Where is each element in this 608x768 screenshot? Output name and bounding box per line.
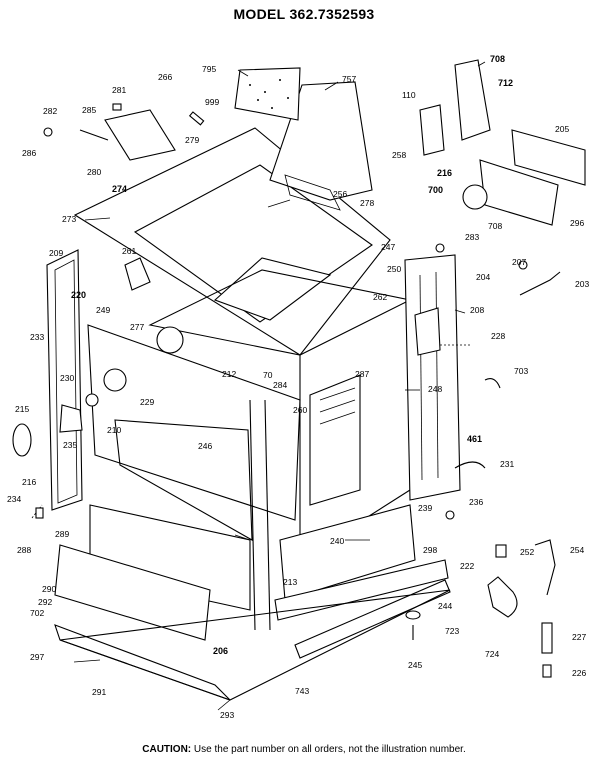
range-cabinet [31, 127, 470, 701]
label-289: 289 [55, 529, 69, 539]
label-298: 298 [423, 545, 437, 555]
label-258: 258 [392, 150, 406, 160]
leader-lines [73, 61, 486, 711]
label-209: 209 [49, 248, 63, 258]
caution-note: CAUTION: Use the part number on all orde… [0, 744, 608, 755]
label-290: 290 [42, 584, 56, 594]
label-239: 239 [418, 503, 432, 513]
label-249: 249 [96, 305, 110, 315]
label-203: 203 [575, 279, 589, 289]
backsplash-parts [234, 59, 586, 226]
label-227: 227 [572, 632, 586, 642]
label-234: 234 [7, 494, 21, 504]
insulation-pad [249, 79, 289, 109]
label-461: 461 [467, 434, 482, 444]
label-260: 260 [293, 405, 307, 415]
label-229: 229 [140, 397, 154, 407]
label-256: 256 [333, 189, 347, 199]
burner-assembly [43, 103, 205, 161]
label-700: 700 [428, 185, 443, 195]
label-293: 293 [220, 710, 234, 720]
label-235: 235 [63, 440, 77, 450]
label-206: 206 [213, 646, 228, 656]
label-282: 282 [43, 106, 57, 116]
label-252: 252 [520, 547, 534, 557]
label-287: 287 [355, 369, 369, 379]
label-204: 204 [476, 272, 490, 282]
label-254: 254 [570, 545, 584, 555]
caution-label: CAUTION: [142, 744, 192, 755]
label-244: 244 [438, 601, 452, 611]
label-279: 279 [185, 135, 199, 145]
label-281: 281 [112, 85, 126, 95]
label-708-lower: 708 [488, 221, 502, 231]
left-side-parts [12, 257, 184, 519]
label-250: 250 [387, 264, 401, 274]
label-283: 283 [465, 232, 479, 242]
diagram-title: MODEL 362.7352593 [233, 6, 375, 22]
label-292: 292 [38, 597, 52, 607]
label-708: 708 [490, 54, 505, 64]
label-273: 273 [62, 214, 76, 224]
label-216-left: 216 [22, 477, 36, 487]
label-226: 226 [572, 668, 586, 678]
label-220: 220 [71, 290, 86, 300]
label-712: 712 [498, 78, 513, 88]
label-296: 296 [570, 218, 584, 228]
label-216-top: 216 [437, 168, 452, 178]
label-757: 757 [342, 74, 356, 84]
label-724: 724 [485, 649, 499, 659]
label-262: 262 [373, 292, 387, 302]
label-215: 215 [15, 404, 29, 414]
label-248: 248 [428, 384, 442, 394]
label-247: 247 [381, 242, 395, 252]
caution-text: Use the part number on all orders, not t… [193, 744, 466, 755]
label-110: 110 [402, 90, 416, 100]
label-723: 723 [445, 626, 459, 636]
label-246: 246 [198, 441, 212, 451]
label-212: 212 [222, 369, 236, 379]
label-284: 284 [273, 380, 287, 390]
label-702: 702 [30, 608, 44, 618]
label-236: 236 [469, 497, 483, 507]
label-213: 213 [283, 577, 297, 587]
label-795: 795 [202, 64, 216, 74]
label-70: 70 [263, 370, 273, 380]
label-266: 266 [158, 72, 172, 82]
label-286: 286 [22, 148, 36, 158]
label-222: 222 [460, 561, 474, 571]
label-245: 245 [408, 660, 422, 670]
label-231: 231 [500, 459, 514, 469]
label-208: 208 [470, 305, 484, 315]
label-743: 743 [295, 686, 309, 696]
label-703: 703 [514, 366, 528, 376]
label-228: 228 [491, 331, 505, 341]
right-side-parts [405, 243, 561, 678]
label-280: 280 [87, 167, 101, 177]
label-233: 233 [30, 332, 44, 342]
label-274: 274 [112, 184, 127, 194]
label-999: 999 [205, 97, 219, 107]
label-230: 230 [60, 373, 74, 383]
label-207: 207 [512, 257, 526, 267]
label-210: 210 [107, 425, 121, 435]
label-291: 291 [92, 687, 106, 697]
label-285: 285 [82, 105, 96, 115]
label-277: 277 [130, 322, 144, 332]
label-278: 278 [360, 198, 374, 208]
label-297: 297 [30, 652, 44, 662]
label-205: 205 [555, 124, 569, 134]
label-261: 261 [122, 246, 136, 256]
label-240: 240 [330, 536, 344, 546]
callout-labels: 795 757 708 712 266 281 999 110 205 282 … [7, 54, 589, 720]
label-288: 288 [17, 545, 31, 555]
